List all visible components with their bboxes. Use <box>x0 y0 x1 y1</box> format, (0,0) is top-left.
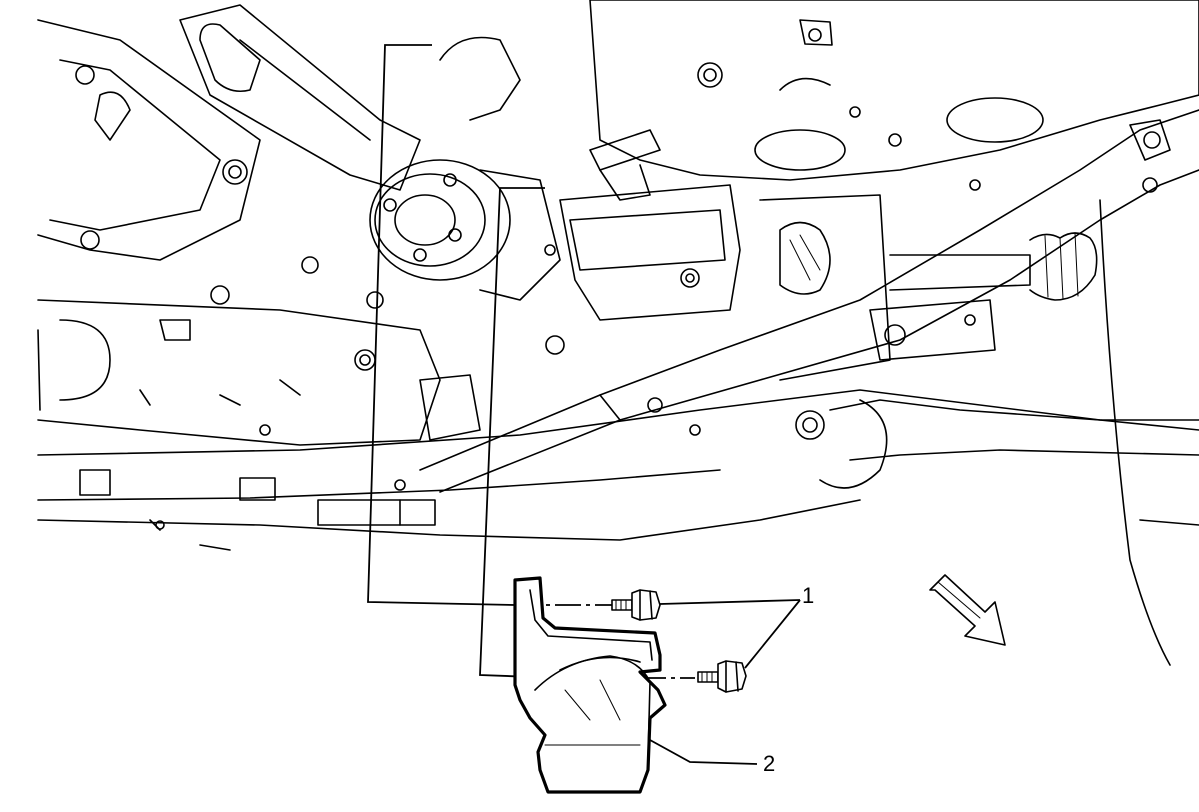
arrow-icon <box>929 574 1006 646</box>
callout-2-label: 2 <box>763 751 776 776</box>
alignment-leader-upper <box>367 44 516 606</box>
callout-leaders <box>649 599 801 765</box>
heat-shield <box>513 576 667 794</box>
bolt-upper <box>611 589 661 621</box>
callout-2-leader <box>649 739 758 765</box>
callout-1-leader-b <box>744 599 801 669</box>
bolt-lower <box>697 660 747 693</box>
underbody-structure <box>37 0 1199 666</box>
callout-1-label: 1 <box>802 583 815 608</box>
callout-1-leader-a <box>659 599 801 605</box>
